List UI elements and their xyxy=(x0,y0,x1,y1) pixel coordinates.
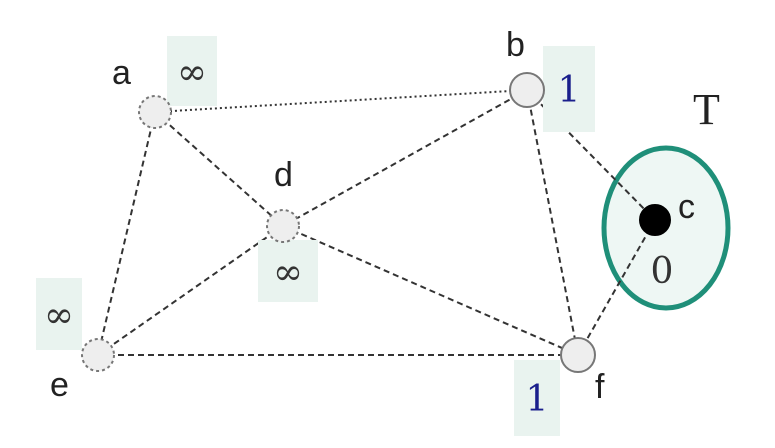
distance-box-e xyxy=(36,278,82,350)
edge-a-e xyxy=(97,111,156,356)
distance-a: ∞ xyxy=(177,52,207,93)
node-label-a: a xyxy=(112,54,131,92)
edge-c-f xyxy=(577,219,656,356)
distance-d: ∞ xyxy=(273,252,303,293)
edge-d-f xyxy=(282,225,579,356)
distance-box-b xyxy=(543,46,595,132)
node-a xyxy=(138,95,172,129)
set-t-label: T xyxy=(693,85,720,134)
node-label-f: f xyxy=(595,368,605,406)
node-f xyxy=(560,337,596,373)
distance-box-a xyxy=(167,36,217,106)
distance-f: 1 xyxy=(526,379,549,420)
edge-b-f xyxy=(526,89,579,356)
node-label-e: e xyxy=(50,366,69,404)
node-label-c: c xyxy=(678,188,695,226)
edge-a-d xyxy=(154,111,284,227)
node-label-b: b xyxy=(506,26,525,64)
distance-b: 1 xyxy=(558,70,581,111)
distance-c: 0 xyxy=(651,251,674,292)
distance-box-f xyxy=(514,360,560,436)
edge-b-d xyxy=(282,89,528,227)
edge-a-b xyxy=(154,89,528,113)
node-d xyxy=(266,209,300,243)
node-c xyxy=(639,204,671,236)
node-e xyxy=(81,338,115,372)
node-b xyxy=(509,72,545,108)
distance-box-d xyxy=(258,240,318,302)
edge-d-e xyxy=(97,225,284,356)
distance-e: ∞ xyxy=(44,295,74,336)
node-label-d: d xyxy=(274,156,293,194)
